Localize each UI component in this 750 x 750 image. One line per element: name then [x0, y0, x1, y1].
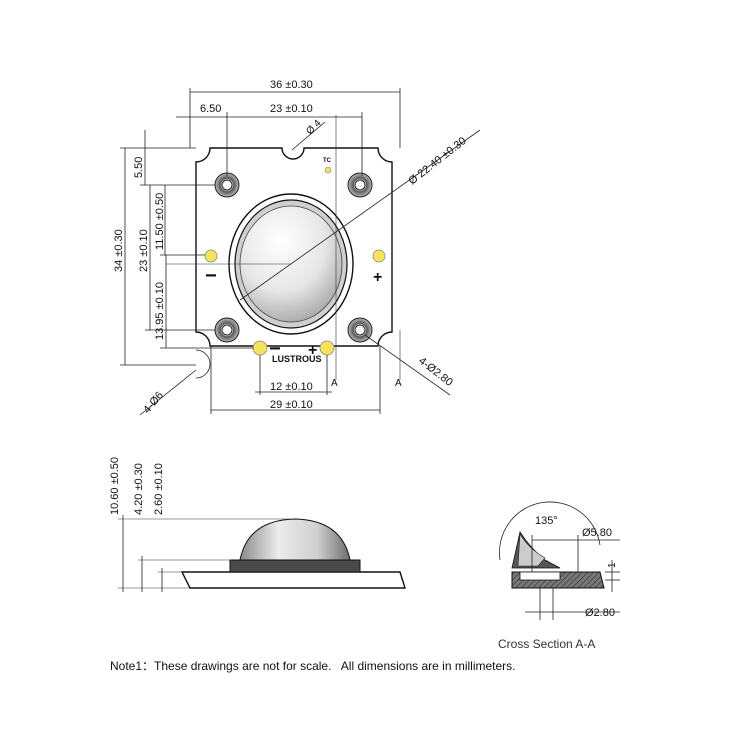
board-side	[180, 571, 406, 589]
dim-top-offset: 5.50	[133, 157, 145, 178]
top-view: TC LUSTROUS − + − + 36 ±0.30 6.50 23 ±0.…	[113, 79, 481, 416]
lens-base-side	[229, 559, 361, 573]
plus-label: +	[308, 342, 317, 359]
tc-point	[324, 166, 332, 174]
mounting-hole-bottom-right	[347, 317, 373, 343]
dim-angle: 135°	[535, 515, 558, 527]
dim-corner-cut: 4-Ø6	[141, 389, 166, 415]
minus-label: −	[269, 338, 281, 360]
dim-pad-offset: 11.50 ±0.50	[154, 193, 166, 250]
dim-width-inner: 29 ±0.10	[270, 399, 313, 411]
dim-hole-spacing-y: 23 ±0.10	[138, 229, 150, 272]
brand-label: LUSTROUS	[272, 354, 322, 364]
side-minus-label: −	[205, 265, 217, 287]
dim-depth: 1	[607, 562, 618, 568]
dim-lens-diameter: Ø 22.40 ±0.30	[406, 135, 468, 187]
tc-label: TC	[323, 158, 332, 164]
dim-height-overall: 34 ±0.30	[113, 229, 125, 272]
dim-pad-spacing: 13.95 ±0.10	[154, 282, 166, 340]
dim-total-height: 10.60 ±0.50	[109, 457, 121, 515]
pad-bottom-right	[319, 340, 335, 356]
dim-width-overall: 36 ±0.30	[270, 79, 313, 91]
dim-pad-spacing-bottom: 12 ±0.10	[270, 381, 313, 393]
drawing-note: Note1：These drawings are not for scale. …	[110, 659, 516, 673]
pad-left	[204, 249, 218, 263]
section-marker-right: A	[395, 378, 402, 389]
section-lens-inner	[517, 532, 546, 567]
section-caption: Cross Section A-A	[498, 637, 595, 651]
dim-bottom-diameter: Ø2.80	[585, 607, 615, 619]
mounting-hole-bottom-left	[214, 317, 240, 343]
section-marker-left: A	[331, 378, 338, 389]
pad-right	[372, 249, 386, 263]
lens-dome-side	[239, 518, 351, 561]
side-plus-label: +	[373, 269, 382, 286]
dim-hole-spacing-x: 23 ±0.10	[270, 103, 313, 115]
dim-board-height: 2.60 ±0.10	[153, 463, 165, 515]
side-view: 10.60 ±0.50 4.20 ±0.30 2.60 ±0.10	[109, 457, 406, 592]
mounting-hole-top-left	[214, 172, 240, 198]
dim-left-offset: 6.50	[200, 103, 221, 115]
cross-section: 135° Ø5.80 1 Ø2.80 Cross Section A-A	[498, 501, 620, 651]
pad-bottom-left	[252, 340, 268, 356]
mounting-hole-top-right	[347, 172, 373, 198]
dim-lens-base-height: 4.20 ±0.30	[133, 463, 145, 515]
dim-notch-diameter: Ø 4	[304, 118, 323, 137]
dim-top-diameter: Ø5.80	[582, 527, 612, 539]
dim-mounting-hole: 4-Ø2.80	[416, 355, 455, 389]
section-countersink	[519, 571, 561, 581]
